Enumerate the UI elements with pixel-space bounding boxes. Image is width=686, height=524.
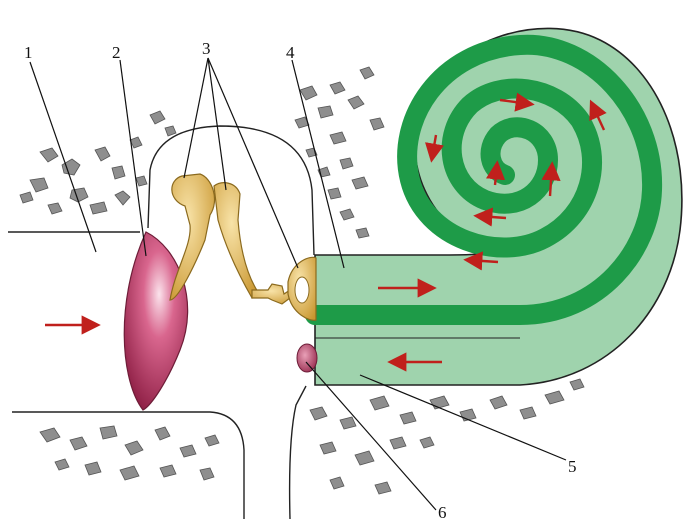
malleus (170, 174, 215, 300)
label-4: 4 (286, 43, 295, 62)
label-3: 3 (202, 39, 211, 58)
bone-fragments-right (295, 67, 384, 238)
round-window (297, 344, 317, 372)
leader-2 (120, 60, 146, 256)
label-5: 5 (568, 457, 577, 476)
leader-1 (30, 62, 96, 252)
incus (214, 183, 258, 298)
stapes-hole (295, 277, 309, 303)
label-1: 1 (24, 43, 33, 62)
oval-window-wall (290, 386, 306, 519)
leader-3c (208, 58, 298, 268)
leader-3a (184, 58, 208, 178)
eardrum (124, 232, 187, 410)
label-2: 2 (112, 43, 121, 62)
cochlea (315, 28, 682, 385)
bone-fragments-lower (40, 379, 584, 494)
label-6: 6 (438, 503, 447, 519)
leader-5 (360, 375, 566, 460)
ossicles (170, 174, 316, 320)
